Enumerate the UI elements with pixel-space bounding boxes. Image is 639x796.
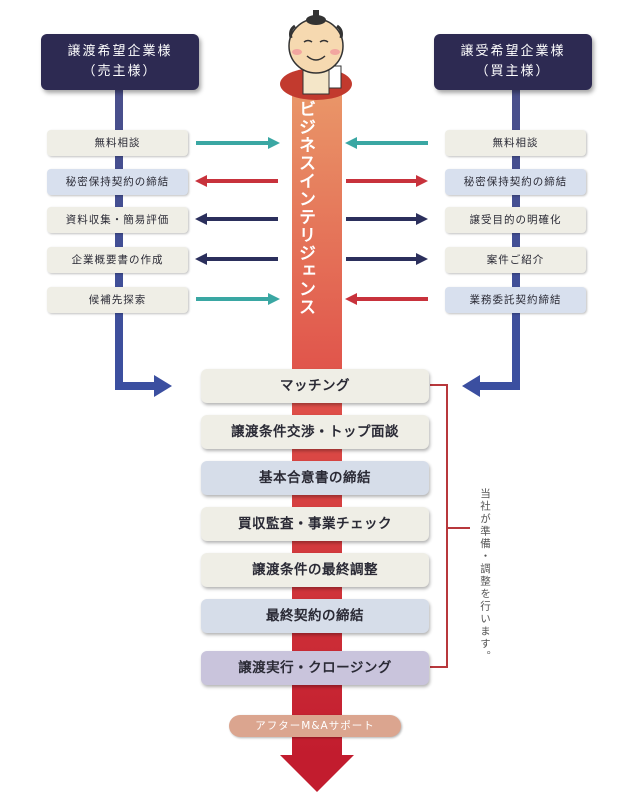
side-note: 当社が準備・調整を行います。 — [479, 488, 491, 663]
after-support-badge: アフターM&Aサポート — [229, 715, 401, 737]
seller-item: 無料相談 — [47, 130, 188, 156]
center-label: ビジネスインテリジェンス — [295, 100, 315, 316]
seller-item: 企業概要書の作成 — [47, 247, 188, 273]
seller-item: 候補先探索 — [47, 287, 188, 313]
process-step: 譲渡条件交渉・トップ面談 — [201, 415, 429, 449]
seller-header-title: 譲渡希望企業様 — [67, 44, 173, 59]
process-step: 買収監査・事業チェック — [201, 507, 429, 541]
process-step: 最終契約の締結 — [201, 599, 429, 633]
mascot-illustration — [280, 10, 352, 100]
buyer-item: 案件ご紹介 — [445, 247, 586, 273]
process-step: 譲渡実行・クロージング — [201, 651, 429, 685]
buyer-header-title: 譲受希望企業様 — [460, 44, 566, 59]
seller-item: 資料収集・簡易評価 — [47, 207, 188, 233]
buyer-item: 秘密保持契約の締結 — [445, 169, 586, 195]
buyer-header: 譲受希望企業様 （買主様） — [434, 34, 592, 90]
process-step: マッチング — [201, 369, 429, 403]
right-arrows — [345, 137, 428, 305]
seller-header-subtitle: （売主様） — [82, 64, 158, 79]
buyer-item: 無料相談 — [445, 130, 586, 156]
buyer-item: 譲受目的の明確化 — [445, 207, 586, 233]
seller-header: 譲渡希望企業様 （売主様） — [41, 34, 199, 90]
buyer-header-subtitle: （買主様） — [475, 64, 551, 79]
buyer-item: 業務委託契約締結 — [445, 287, 586, 313]
process-step: 基本合意書の締結 — [201, 461, 429, 495]
left-arrows — [195, 137, 280, 305]
process-step: 譲渡条件の最終調整 — [201, 553, 429, 587]
seller-item: 秘密保持契約の締結 — [47, 169, 188, 195]
